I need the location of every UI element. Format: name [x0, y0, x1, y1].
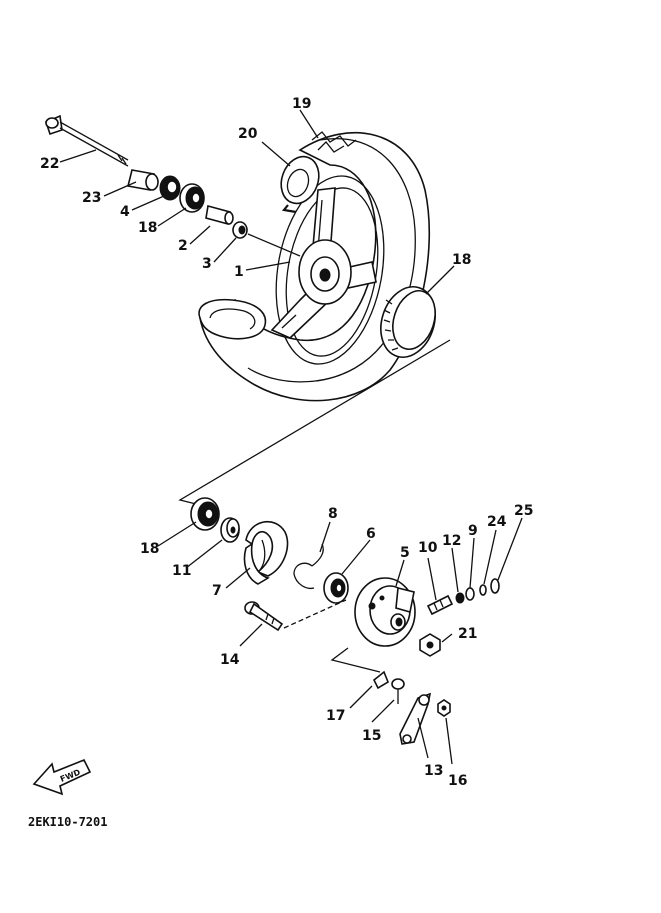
camshaft-lever-part-13: [399, 692, 432, 745]
hub-leader-line: [247, 233, 301, 257]
part-label-13: 13: [424, 763, 443, 779]
part-label-9: 9: [468, 523, 478, 539]
drawing-code: 2EKI10-7201: [28, 815, 107, 829]
flange-part-3: [232, 221, 248, 239]
bearing-part-18-top: [179, 183, 205, 213]
bolt-part-15: [391, 678, 405, 704]
cam-guide-line: [283, 599, 347, 629]
part-label-6: 6: [366, 526, 376, 542]
spacer-part-11: [220, 517, 240, 543]
washer-part-9: [465, 587, 475, 601]
part-labels: 19 20 22 23 4 18 2 3 1 18 18 11 7 8 6 5 …: [40, 96, 533, 789]
leader-lines: [59, 109, 523, 765]
part-label-10: 10: [418, 540, 438, 556]
spacer-part-2: [205, 204, 234, 226]
part-label-8: 8: [328, 506, 338, 522]
brake-plate-part-5: [354, 577, 416, 647]
part-label-16: 16: [448, 773, 467, 789]
part-label-2: 2: [178, 238, 188, 254]
part-label-20: 19: [292, 96, 311, 112]
part-label-1: 1: [234, 264, 244, 280]
wheel-assembly: [198, 131, 431, 402]
nut-part-16: [437, 699, 451, 717]
assembly-guide-line: [178, 339, 451, 506]
forward-arrow-icon: FWD: [32, 758, 92, 796]
gear-ring-part-19: [380, 286, 436, 358]
o-ring-part-12: [455, 592, 465, 604]
oil-seal-part-6: [323, 572, 349, 604]
nut-part-22: [419, 633, 441, 657]
part-label-24: 23: [82, 190, 101, 206]
camshaft-part-14: [244, 601, 284, 632]
wear-indicator-part-10: [426, 594, 454, 616]
indicator-part-17: [372, 670, 389, 690]
part-label-18-bottom: 18: [140, 541, 159, 557]
axle-part-23: [45, 114, 129, 167]
part-label-3: 3: [202, 256, 212, 272]
part-label-18-top: 18: [138, 220, 157, 236]
part-label-17: 17: [326, 708, 345, 724]
part-label-23: 22: [40, 156, 59, 172]
part-label-12: 12: [442, 533, 461, 549]
part-label-7: 7: [212, 583, 222, 599]
lever-guide-line: [330, 647, 381, 673]
part-label-14: 14: [220, 652, 240, 668]
plate-washer-part-26: [490, 578, 500, 594]
part-label-26: 25: [514, 503, 533, 519]
part-label-25: 24: [487, 514, 507, 530]
spring-part-8: [293, 543, 324, 590]
part-label-22: 21: [458, 626, 477, 642]
part-label-4: 4: [120, 204, 130, 220]
part-label-19: 18: [452, 252, 471, 268]
brake-shoe-part-7: [243, 520, 289, 585]
part-label-11: 11: [172, 563, 191, 579]
bearing-part-18-bottom: [190, 497, 220, 531]
part-label-21: 20: [238, 126, 258, 142]
ring-part-25: [479, 584, 487, 596]
part-label-5: 5: [400, 545, 410, 561]
oil-seal-part-4: [159, 175, 181, 201]
part-label-15: 15: [362, 728, 381, 744]
collar-part-24: [127, 169, 159, 191]
